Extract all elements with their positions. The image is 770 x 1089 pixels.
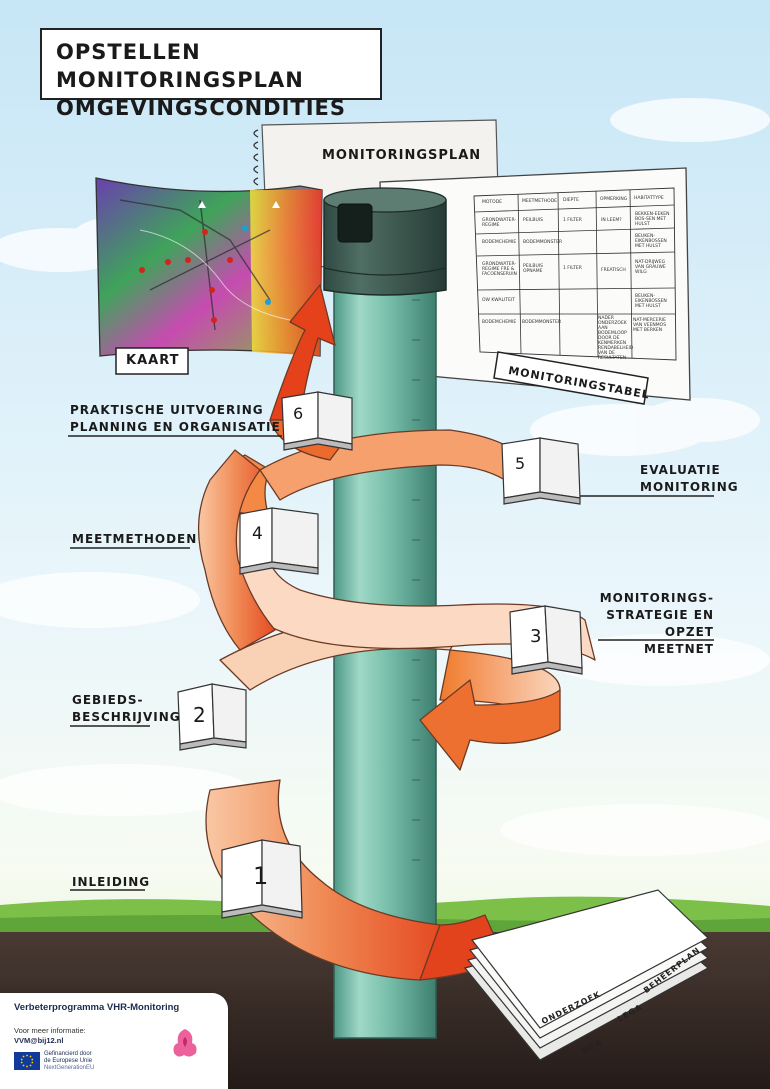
table-header: MOTODE — [482, 200, 503, 205]
title-line-1: OPSTELLEN MONITORINGSPLAN — [56, 40, 304, 92]
table-cell: PEILBUIS — [523, 218, 543, 223]
table-cell: GRONDWATER-REGIME FRE & FACOENSERUIN — [482, 262, 517, 277]
book-2-number: 2 — [193, 703, 207, 727]
info-label: Voor meer informatie: — [14, 1026, 86, 1035]
book-5 — [501, 437, 581, 505]
eu-flag-icon — [14, 1052, 40, 1070]
table-cell: NAT-MERCERIE VAN VEENMOS MET BERKEN — [633, 318, 667, 333]
step-6-label: PRAKTISCHE UITVOERING PLANNING EN ORGANI… — [70, 403, 281, 434]
table-cell: BODEMMONSTER — [522, 320, 562, 325]
book-3 — [509, 605, 583, 675]
step-books — [177, 391, 583, 919]
step-3-label: MONITORINGS- STRATEGIE EN OPZET MEETNET — [599, 591, 714, 656]
step-2-label: GEBIEDS- BESCHRIJVING — [72, 693, 181, 724]
kaart-label-box — [115, 347, 189, 375]
step-5-label: EVALUATIE MONITORING — [640, 463, 739, 494]
table-header: OPMERKING — [600, 197, 628, 202]
table-cell: BEUKEN-EIKENBOSSEN MET HULST — [635, 294, 667, 309]
table-cell: BODEMMONSTER — [523, 240, 563, 245]
table-cell: BODEMCHEMIE — [482, 320, 517, 325]
table-cell: BEKKEN-EEKEN BOS-SEN MET HULST — [635, 212, 670, 227]
table-cell: NAT-DRIJWEG VAN GRAUWE WILG — [635, 260, 666, 275]
book-6-number: 6 — [293, 404, 305, 423]
paper-stack — [463, 889, 710, 1061]
book-1 — [221, 839, 303, 919]
clouds — [0, 98, 770, 856]
table-cell: NADER ONDERZOEK AAN BODEMLOOP DOOR DE KE… — [598, 316, 634, 361]
table-cell: BODEMCHEMIE — [482, 240, 517, 245]
book-1-number: 1 — [253, 862, 270, 890]
monitoringstabel-label-box — [493, 351, 649, 405]
book-3-number: 3 — [530, 626, 543, 647]
map-kaart — [95, 177, 323, 357]
eu-line-3: NextGenerationEU — [44, 1065, 95, 1071]
monitoringstabel-sheet — [379, 167, 691, 401]
table-cell: OW KWALITEIT — [482, 298, 515, 303]
step-4-label: MEETMETHODEN — [72, 532, 198, 546]
table-cell: GRONDWATER-REGIME — [482, 218, 517, 228]
book-4 — [239, 507, 319, 575]
table-header: DIEPTE — [563, 198, 579, 203]
notebook-label: MONITORINGSPLAN — [322, 148, 482, 163]
contact-email[interactable]: VVM@bij12.nl — [14, 1036, 64, 1045]
table-cell: FREATISCH — [601, 268, 626, 273]
book-2 — [177, 683, 247, 751]
book-4-number: 4 — [252, 524, 264, 544]
table-header: HABITATTYPE — [634, 196, 664, 201]
table-header: MEETMETHODE — [522, 199, 558, 204]
table-cell: BEUKEN-EIKENBOSSEN MET HULST — [635, 234, 667, 249]
table-cell: 1 FILTER — [563, 266, 582, 271]
eu-line-1: Gefinancierd door — [44, 1051, 92, 1057]
step-1-label: INLEIDING — [72, 875, 151, 889]
footer-card: Verbeterprogramma VHR-Monitoring Voor me… — [0, 993, 228, 1089]
poster-title: OPSTELLEN MONITORINGSPLAN OMGEVINGSCONDI… — [40, 28, 382, 120]
table-cell: PEILBUIS OPNAME — [523, 264, 543, 274]
table-cell: 1 FILTER — [563, 218, 582, 223]
book-5-number: 5 — [515, 454, 527, 473]
table-cell: IN LEEM? — [601, 218, 622, 223]
eu-funding-badge: Gefinancierd door de Europese Unie NextG… — [14, 1050, 118, 1074]
program-name: Verbeterprogramma VHR-Monitoring — [14, 1002, 180, 1013]
map-label: KAART — [126, 353, 180, 368]
eu-line-2: de Europese Unie — [44, 1058, 93, 1064]
title-line-2: OMGEVINGSCONDITIES — [56, 96, 347, 120]
book-6 — [281, 391, 353, 451]
bij12-logo-icon — [170, 1027, 200, 1061]
